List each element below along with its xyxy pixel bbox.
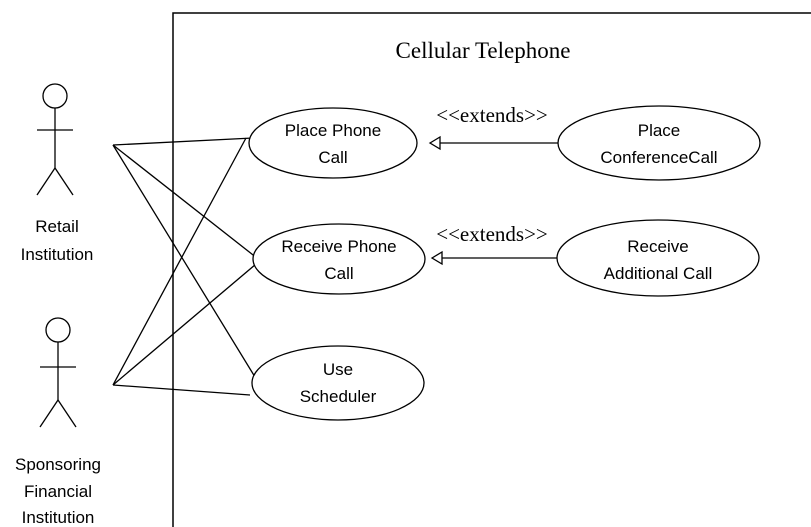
actor-retail-institution xyxy=(36,83,74,196)
actor-sponsoring-financial-institution xyxy=(39,317,77,428)
use-case-place-phone-call xyxy=(248,107,418,179)
use-case-label-line: Use xyxy=(323,360,353,379)
use-case-label-line: Call xyxy=(318,148,347,167)
use-case-label-line: Scheduler xyxy=(300,387,377,406)
association-retail-scheduler xyxy=(112,144,256,378)
association-retail-place-call xyxy=(112,137,254,146)
extends-label: <<extends>> xyxy=(436,103,548,127)
arrowhead-icon xyxy=(428,135,441,151)
actor-head xyxy=(45,317,71,343)
actor-right-leg xyxy=(54,167,74,196)
use-case-receive-phone-call xyxy=(252,223,426,295)
actor-label-line: Sponsoring xyxy=(15,455,101,474)
actor-left-leg xyxy=(36,167,56,196)
actor-left-leg xyxy=(39,399,59,428)
actor-label-line: Institution xyxy=(21,245,94,264)
use-case-use-scheduler xyxy=(251,345,425,421)
use-case-label-line: Receive xyxy=(627,237,688,256)
association-sponsor-scheduler xyxy=(112,384,251,396)
association-lines xyxy=(112,137,263,396)
use-case-label-line: Place xyxy=(638,121,681,140)
actor-label-line: Financial xyxy=(24,482,92,501)
association-retail-receive-call xyxy=(112,144,263,263)
actor-head xyxy=(42,83,68,109)
extends-arrow-conference xyxy=(428,135,558,151)
actor-label-line: Retail xyxy=(35,217,78,236)
association-sponsor-receive-call xyxy=(112,263,257,386)
use-case-label-line: Place Phone xyxy=(285,121,381,140)
system-title: Cellular Telephone xyxy=(396,38,571,63)
use-case-label-line: Receive Phone xyxy=(281,237,396,256)
use-case-label-line: Additional Call xyxy=(604,264,713,283)
use-case-place-conference-call xyxy=(557,105,761,181)
actor-right-leg xyxy=(57,399,77,428)
system-boundary xyxy=(172,12,811,527)
extends-label: <<extends>> xyxy=(436,222,548,246)
extends-arrow-additional xyxy=(430,250,557,266)
use-case-receive-additional-call xyxy=(556,219,760,297)
actor-label-line: Institution xyxy=(22,508,95,527)
association-sponsor-place-call xyxy=(112,137,247,386)
arrowhead-icon xyxy=(430,250,443,266)
use-case-label-line: ConferenceCall xyxy=(600,148,717,167)
use-case-label-line: Call xyxy=(324,264,353,283)
